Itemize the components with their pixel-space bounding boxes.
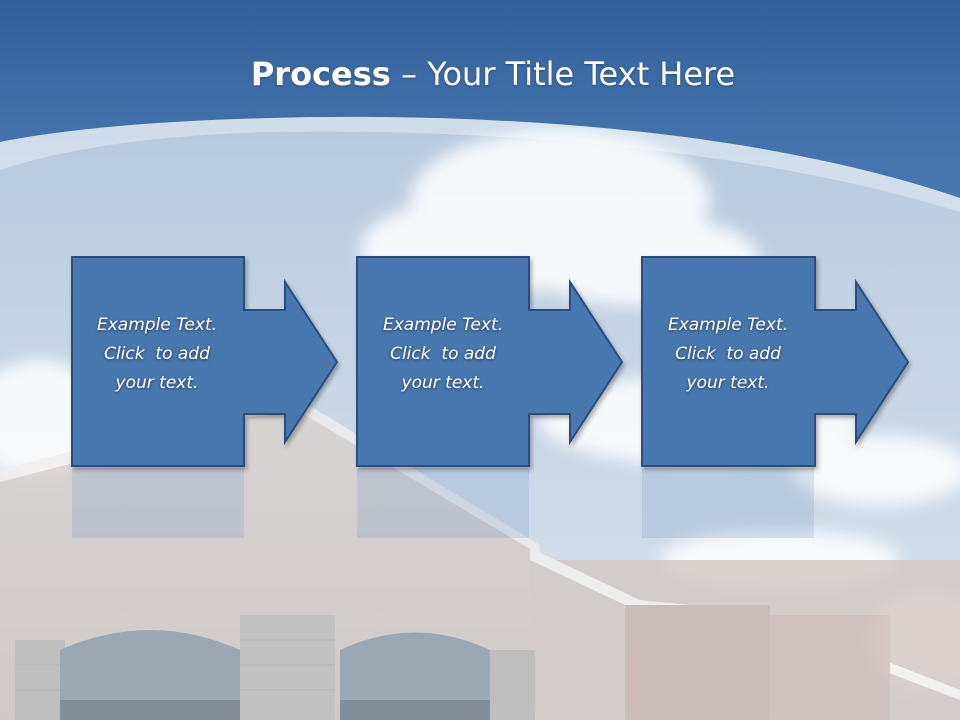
step-text-line: Click to add [675,344,781,364]
step-text-line: Click to add [104,344,210,364]
step-text-1[interactable]: Example Text. Click to add your text. [70,311,244,398]
step-text-line: your text. [401,373,485,393]
step-text-line: your text. [686,373,770,393]
step-text-line: Example Text. [667,315,789,335]
step-shape-3 [641,256,910,467]
step-text-line: Example Text. [96,315,218,335]
step-text-line: Click to add [390,344,496,364]
step-reflections [72,468,814,538]
slide-title[interactable]: Process – Your Title Text Here [0,52,960,96]
header-swoosh [0,116,960,212]
step-shape-2 [356,256,624,467]
step-text-line: Example Text. [382,315,504,335]
header-band [0,0,960,198]
step-text-line: your text. [115,373,199,393]
step-text-3[interactable]: Example Text. Click to add your text. [641,311,815,398]
title-bold: Process [250,55,391,93]
title-dash: – [390,55,428,93]
title-rest: Your Title Text Here [427,55,736,93]
step-shape-1 [71,256,339,467]
step-text-2[interactable]: Example Text. Click to add your text. [356,311,530,398]
